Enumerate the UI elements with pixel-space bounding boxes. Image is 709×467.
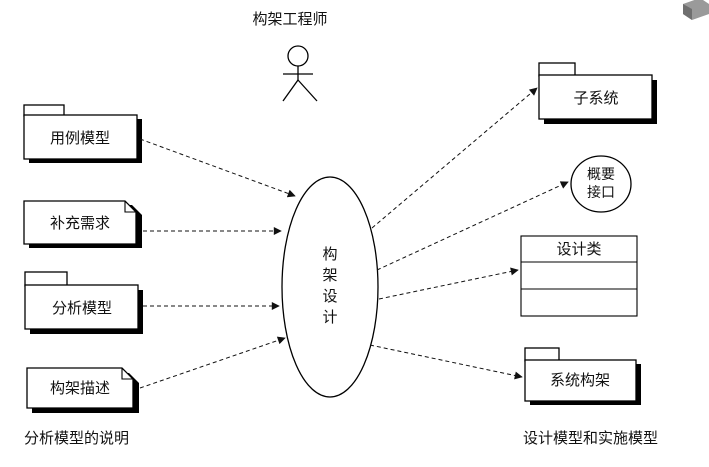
arrow-use-case-model-to-activity [139, 138, 296, 198]
arrow-activity-to-system-architecture [369, 344, 523, 380]
system-architecture-package: 系统构架 [524, 347, 641, 405]
design-class-box: 设计类 [520, 235, 638, 317]
supplementary-requirements-label: 补充需求 [50, 214, 110, 232]
corner-decoration [683, 0, 709, 20]
architecture-design-activity: 构 架 设 计 [281, 176, 379, 398]
arrow-activity-to-interface [376, 181, 569, 271]
design-class-label: 设计类 [556, 240, 601, 258]
arrow-activity-to-subsystem [371, 87, 538, 229]
interface-label-line-1: 概要 [587, 167, 615, 183]
subsystem-label: 子系统 [573, 89, 618, 107]
interface-label-line-2: 接口 [587, 184, 615, 201]
activity-label-line-4: 计 [322, 308, 337, 326]
use-case-model-package: 用例模型 [23, 104, 142, 163]
actor-label: 构架工程师 [252, 10, 327, 28]
activity-label-line-3: 设 [322, 287, 337, 305]
arrow-architecture-description-to-activity [139, 336, 286, 389]
analysis-model-package: 分析模型 [24, 271, 143, 334]
architect-actor-icon [282, 45, 318, 102]
arrow-activity-to-design-class [378, 267, 519, 300]
subsystem-package: 子系统 [538, 62, 657, 124]
supplementary-requirements-note: 补充需求 [23, 200, 142, 248]
interface-ellipse: 概要 接口 [570, 155, 632, 213]
activity-label-line-2: 架 [322, 266, 337, 284]
architecture-description-note: 构架描述 [26, 367, 139, 413]
use-case-model-label: 用例模型 [50, 129, 110, 147]
activity-label-line-1: 构 [322, 245, 337, 263]
right-caption: 设计模型和实施模型 [523, 429, 658, 447]
system-architecture-label: 系统构架 [550, 371, 610, 389]
left-caption: 分析模型的说明 [24, 429, 129, 447]
architecture-description-label: 构架描述 [50, 379, 110, 397]
analysis-model-label: 分析模型 [52, 299, 112, 317]
